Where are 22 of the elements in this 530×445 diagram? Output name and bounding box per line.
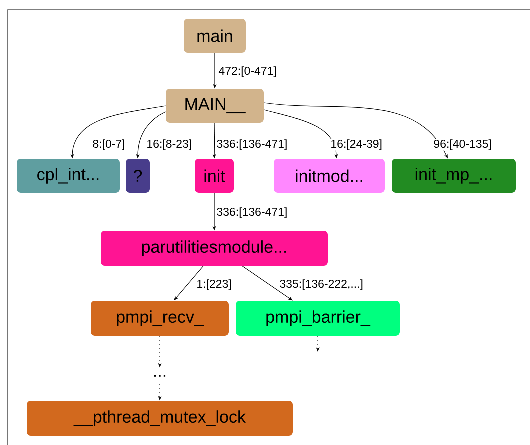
function-box: initmod... — [274, 159, 385, 193]
edge-label: 1:[223] — [196, 279, 232, 291]
edge-label: 16:[24-39] — [330, 139, 383, 151]
function-box: init — [195, 159, 234, 193]
edge-label: 336:[136-471] — [216, 207, 288, 219]
edge-label: 16:[8-23] — [146, 139, 193, 151]
function-box: MAIN__ — [166, 89, 264, 123]
function-box: main — [184, 19, 246, 53]
function-box: pmpi_barrier_ — [236, 301, 400, 336]
edge-label: 472:[0-471] — [218, 66, 278, 78]
edge-label: 8:[0-7] — [92, 139, 126, 151]
function-box: __pthread_mutex_lock — [27, 401, 293, 436]
edge-label: 335:[136-222,...] — [279, 279, 364, 291]
arrow — [242, 266, 293, 301]
function-box: pmpi_recv_ — [91, 301, 229, 336]
function-box: parutilitiesmodule... — [101, 231, 328, 266]
function-box: cpl_int... — [17, 159, 120, 193]
function-box: ? — [126, 159, 150, 193]
edge-label: 96:[40-135] — [433, 139, 492, 151]
ellipsis-text: ... — [154, 375, 166, 377]
function-box: init_mp_... — [392, 159, 516, 193]
edge-label: 336:[136-471] — [216, 139, 288, 151]
